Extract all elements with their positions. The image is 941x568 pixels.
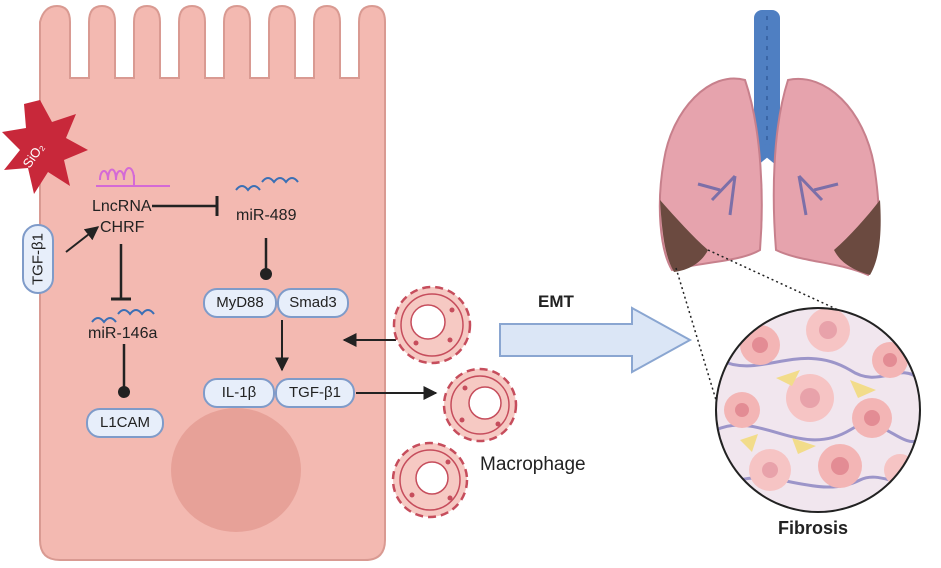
mir146a-icon (91, 309, 155, 324)
fibrotic-left-base (660, 200, 708, 272)
fibrotic-right-base (834, 200, 881, 275)
emt-arrow (499, 306, 693, 374)
myd88-pill: MyD88 (203, 288, 277, 318)
arrow-tgf-to-lncrna (65, 226, 100, 253)
lungs (658, 10, 881, 277)
tgf-beta1-left-pill: TGF-β1 (22, 224, 54, 294)
macrophage-top (392, 285, 472, 365)
smad3-label: Smad3 (289, 294, 337, 311)
lncrna-label: LncRNA (92, 198, 152, 215)
nucleus (171, 408, 301, 532)
l1cam-label: L1CAM (99, 414, 151, 431)
mir146a-label: miR-146a (88, 325, 158, 342)
myd88-label: MyD88 (216, 294, 264, 311)
emt-label: EMT (538, 292, 574, 311)
mir489-icon (235, 177, 299, 192)
macrophage-label: Macrophage (480, 454, 586, 475)
macrophage-middle (442, 367, 518, 443)
tgfb1-label: TGF-β1 (289, 384, 341, 401)
smad3-pill: Smad3 (277, 288, 349, 318)
sio2-star (2, 100, 88, 194)
tgf-beta1-left-label: TGF-β1 (29, 233, 47, 285)
chrf-label: CHRF (100, 219, 145, 236)
right-lung (772, 77, 880, 277)
fibrosis-label: Fibrosis (778, 518, 849, 538)
mir489-label: miR-489 (236, 207, 297, 224)
fibrosis-zoom-circle (715, 307, 921, 513)
lncrna-icon (96, 167, 170, 187)
il1b-pill: IL-1β (203, 378, 275, 408)
macrophage-bottom (391, 441, 469, 519)
l1cam-pill: L1CAM (86, 408, 164, 438)
left-lung (658, 77, 763, 272)
il1b-label: IL-1β (221, 384, 257, 401)
tgfb1-pill: TGF-β1 (275, 378, 355, 408)
